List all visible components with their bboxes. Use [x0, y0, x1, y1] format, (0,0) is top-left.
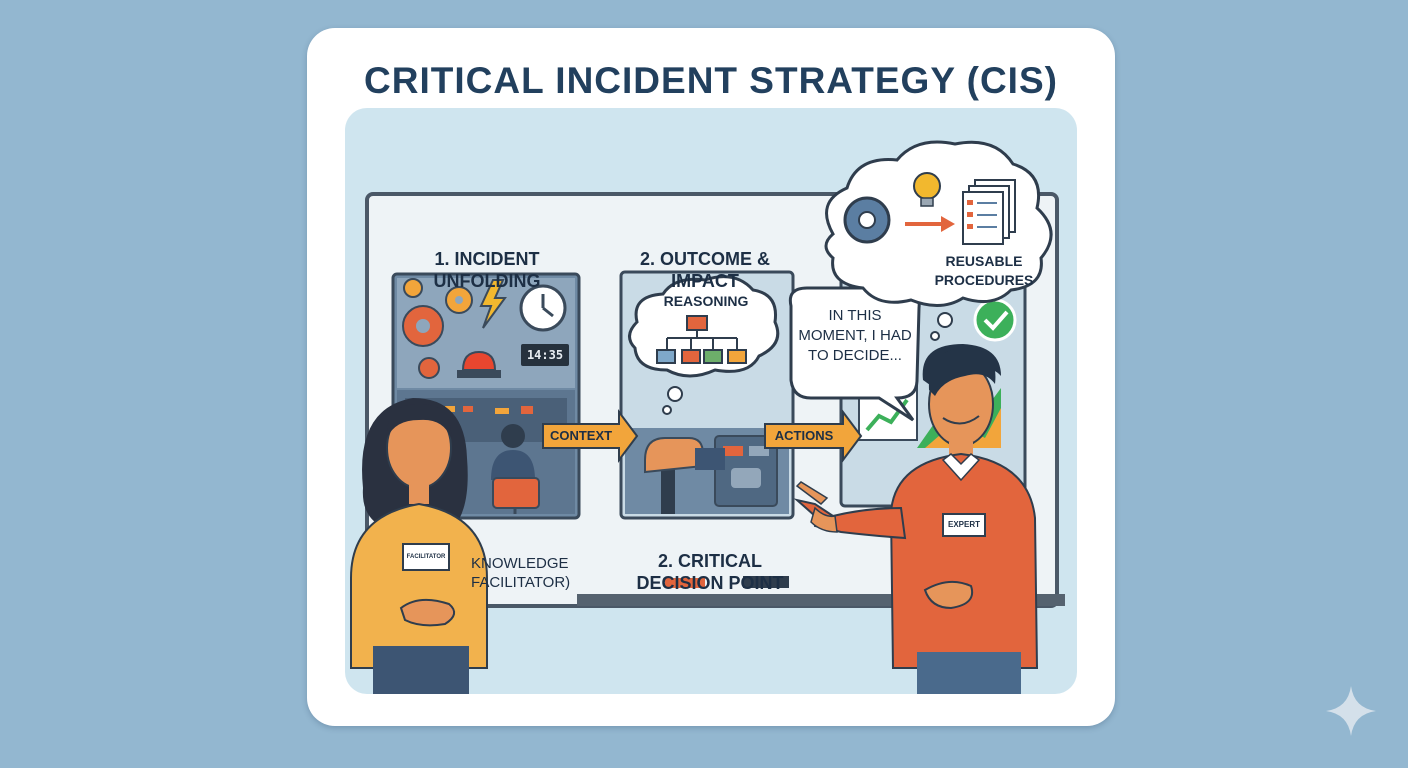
procedures-line-1: REUSABLE — [945, 253, 1023, 269]
scene-drawing — [350, 140, 1065, 694]
knowledge-label: KNOWLEDGE FACILITATOR) — [471, 554, 581, 592]
outcome-label: 2. OUTCOME & IMPACT — [615, 248, 795, 292]
context-arrow-label: CONTEXT — [543, 426, 619, 445]
incident-label: 1. INCIDENT UNFOLDING — [397, 248, 577, 292]
context-arrow — [542, 409, 639, 463]
speech-line-2: MOMENT, I HAD — [798, 327, 912, 344]
reasoning-label: REASONING — [641, 292, 771, 311]
diagram-card: CRITICAL INCIDENT STRATEGY (CIS) — [307, 28, 1115, 726]
outcome-label-text: 2. OUTCOME & IMPACT — [639, 249, 770, 291]
diagram-title: CRITICAL INCIDENT STRATEGY (CIS) — [364, 60, 1058, 101]
reasoning-bubble — [628, 275, 780, 415]
facilitator-figure — [350, 398, 488, 694]
facilitator-badge-text: FACILITATOR — [406, 554, 446, 560]
reasoning-label-text: REASONING — [663, 293, 749, 309]
incident-panel-image — [391, 272, 581, 520]
speech-bubble-text: IN THIS MOMENT, I HAD TO DECIDE... — [791, 306, 919, 366]
knowledge-label-text: KNOWLEDGE FACILITATOR) — [471, 555, 571, 591]
speech-line-1: IN THIS — [828, 307, 882, 324]
actions-arrow-label: ACTIONS — [765, 426, 843, 445]
actions-arrow-text: ACTIONS — [774, 428, 834, 443]
context-arrow-text: CONTEXT — [549, 428, 613, 443]
speech-bubble — [788, 286, 921, 422]
procedures-cloud — [824, 140, 1053, 341]
clock-display: 14:35 — [521, 344, 569, 366]
clock-display-text: 14:35 — [526, 348, 564, 362]
illustration-scene: 1. INCIDENT UNFOLDING 2. OUTCOME & IMPAC… — [345, 108, 1077, 694]
sparkle-icon — [1326, 686, 1376, 736]
expert-badge: EXPERT — [943, 514, 985, 536]
decision-label-text: 2. CRITICAL DECISION POINT — [636, 551, 784, 593]
incident-label-text: 1. INCIDENT UNFOLDING — [433, 249, 541, 291]
expert-badge-text: EXPERT — [947, 520, 980, 529]
facilitator-badge: FACILITATOR — [403, 544, 449, 570]
expert-figure — [793, 344, 1039, 694]
decision-label: 2. CRITICAL DECISION POINT — [615, 550, 805, 594]
speech-line-3: TO DECIDE... — [808, 347, 902, 364]
procedures-label: REUSABLE PROCEDURES — [919, 252, 1049, 290]
actions-arrow — [764, 409, 863, 463]
procedures-line-2: PROCEDURES — [934, 272, 1034, 288]
